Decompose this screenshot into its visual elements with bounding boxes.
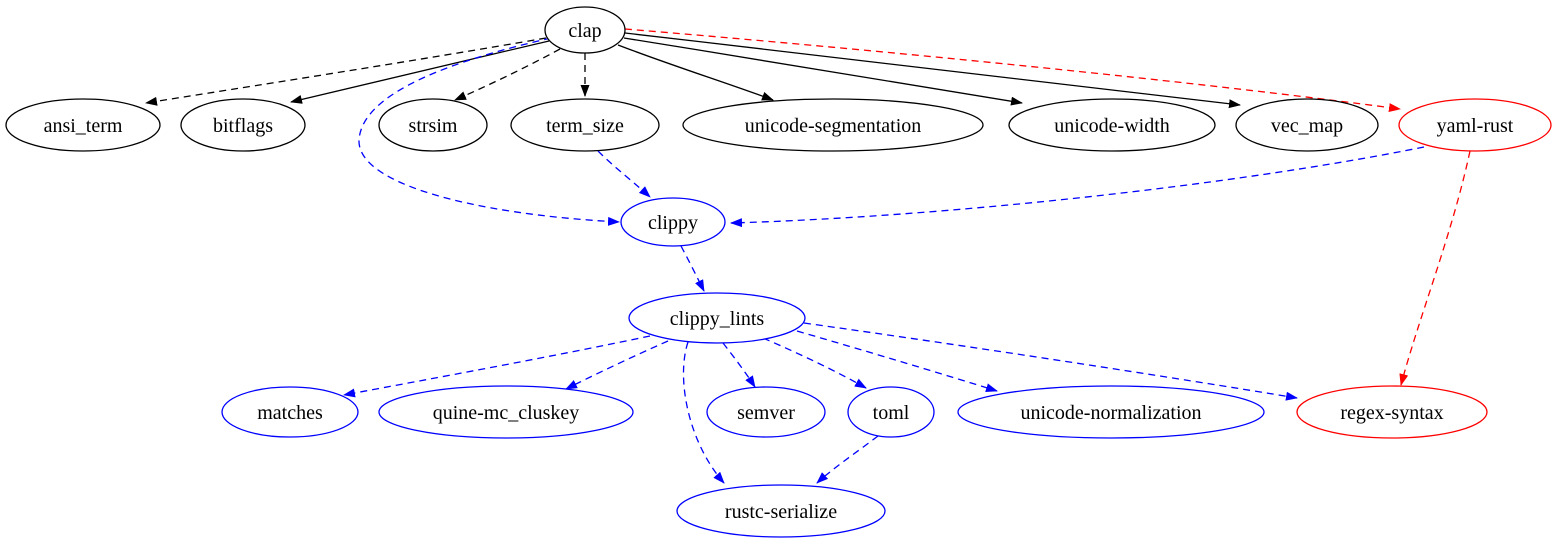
- node-quine_mc_cluskey: quine-mc_cluskey: [378, 385, 634, 439]
- node-vec_map: vec_map: [1235, 98, 1379, 152]
- node-semver: semver: [706, 386, 826, 438]
- edge-clippy_lints-quine_mc_cluskey: [565, 340, 669, 390]
- node-label-term_size: term_size: [546, 115, 624, 137]
- edge-clap-vec_map: [624, 32, 1241, 109]
- node-label-yaml_rust: yaml-rust: [1437, 115, 1514, 137]
- node-label-strsim: strsim: [409, 115, 458, 137]
- edge-clippy_lints-unicode_normalization: [796, 330, 998, 393]
- edge-clap-unicode_segmentation: [617, 44, 774, 101]
- edge-clippy_lints-toml: [762, 337, 867, 389]
- edge-clap-strsim: [454, 48, 561, 101]
- node-label-clippy: clippy: [648, 212, 698, 234]
- node-label-vec_map: vec_map: [1271, 115, 1343, 137]
- node-clap: clap: [544, 6, 626, 54]
- edge-clap-unicode_width: [623, 37, 1023, 106]
- node-label-clap: clap: [568, 20, 601, 42]
- edge-clippy-clippy_lints: [680, 245, 705, 292]
- node-label-unicode_normalization: unicode-normalization: [1020, 402, 1201, 424]
- node-clippy_lints: clippy_lints: [628, 292, 806, 344]
- edge-clap-yaml_rust: [624, 28, 1401, 112]
- node-label-unicode_segmentation: unicode-segmentation: [745, 115, 922, 137]
- node-regex_syntax: regex-syntax: [1296, 385, 1488, 439]
- node-matches: matches: [221, 386, 359, 438]
- edge-term_size-clippy: [597, 150, 651, 198]
- node-label-ansi_term: ansi_term: [44, 115, 123, 137]
- node-yaml_rust: yaml-rust: [1398, 98, 1552, 152]
- edge-clippy_lints-rustc_serialize: [682, 341, 725, 484]
- node-label-unicode_width: unicode-width: [1054, 115, 1170, 137]
- edge-clippy_lints-regex_syntax: [803, 322, 1298, 401]
- node-term_size: term_size: [510, 98, 660, 152]
- edge-layer: [145, 28, 1471, 484]
- node-unicode_segmentation: unicode-segmentation: [682, 98, 984, 152]
- node-label-rustc_serialize: rustc-serialize: [725, 501, 837, 523]
- node-label-matches: matches: [257, 402, 323, 424]
- node-unicode_width: unicode-width: [1008, 98, 1216, 152]
- edge-clippy_lints-semver: [722, 342, 756, 388]
- edge-clap-bitflags: [290, 40, 550, 104]
- edge-clippy_lints-matches: [343, 335, 651, 398]
- node-label-clippy_lints: clippy_lints: [670, 308, 765, 330]
- node-label-toml: toml: [873, 402, 910, 424]
- edge-clap-ansi_term: [145, 37, 547, 106]
- edge-toml-rustc_serialize: [816, 435, 879, 484]
- node-layer: clap ansi_term bitflags strsim term_size…: [5, 6, 1552, 538]
- node-unicode_normalization: unicode-normalization: [957, 385, 1265, 439]
- node-clippy: clippy: [620, 197, 726, 247]
- node-toml: toml: [847, 386, 935, 438]
- node-label-regex_syntax: regex-syntax: [1340, 402, 1443, 424]
- node-rustc_serialize: rustc-serialize: [676, 484, 886, 538]
- node-label-quine_mc_cluskey: quine-mc_cluskey: [433, 402, 580, 424]
- edge-yaml_rust-clippy: [730, 146, 1425, 228]
- node-bitflags: bitflags: [180, 98, 306, 152]
- node-strsim: strsim: [378, 98, 488, 152]
- node-label-semver: semver: [737, 402, 795, 424]
- edge-yaml_rust-regex_syntax: [1399, 150, 1471, 386]
- node-label-bitflags: bitflags: [213, 115, 273, 137]
- node-ansi_term: ansi_term: [5, 98, 161, 152]
